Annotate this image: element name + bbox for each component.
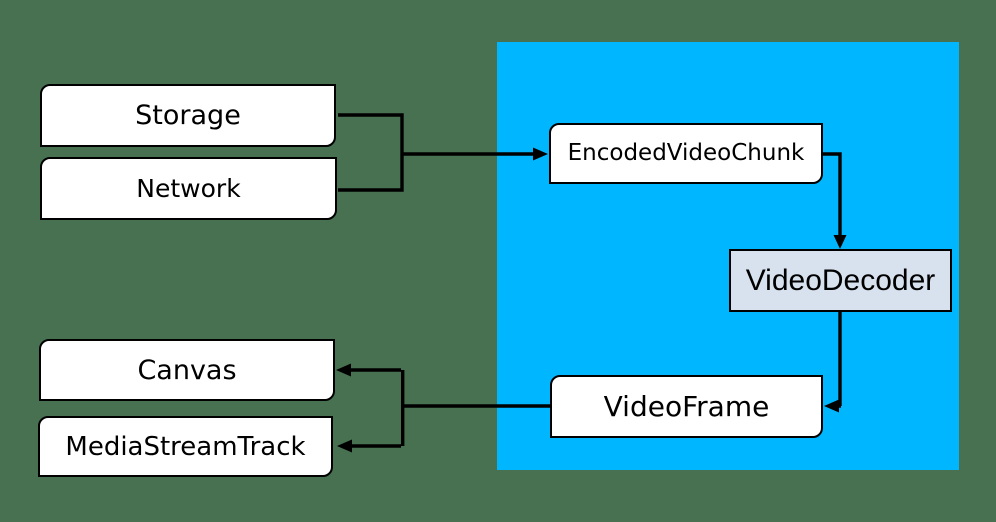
node-canvas: Canvas [39,339,335,401]
node-media-stream-track-label: MediaStreamTrack [65,431,306,462]
node-encoded-video-chunk-label: EncodedVideoChunk [567,140,805,166]
node-storage-label: Storage [135,100,241,131]
node-encoded-video-chunk: EncodedVideoChunk [549,123,823,184]
node-video-decoder-label: VideoDecoder [745,263,936,297]
edge-storage-network-bracket [338,113,404,192]
node-network-label: Network [136,174,241,203]
arrowhead-media-stream-track [337,439,352,453]
node-video-frame-label: VideoFrame [603,389,770,423]
node-network: Network [40,157,337,220]
node-storage: Storage [40,84,336,147]
edge-canvas-mst-bracket [351,368,405,448]
arrowhead-canvas [336,363,351,377]
node-video-frame: VideoFrame [550,375,823,438]
node-media-stream-track: MediaStreamTrack [38,416,333,477]
node-canvas-label: Canvas [137,354,237,386]
node-video-decoder: VideoDecoder [729,249,952,312]
